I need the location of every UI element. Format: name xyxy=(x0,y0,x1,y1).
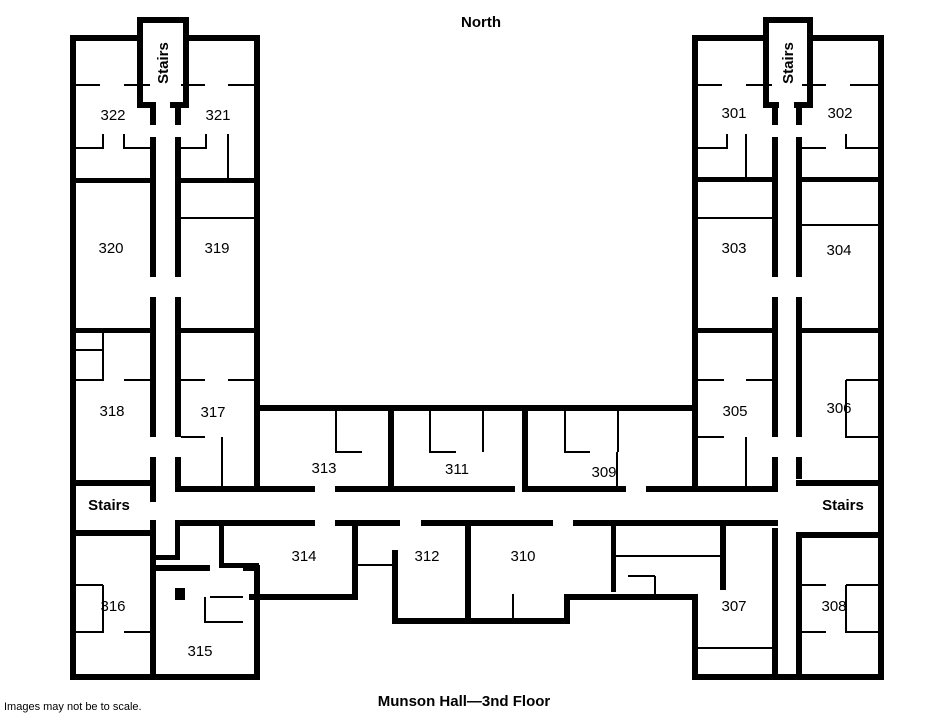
closet-lines xyxy=(76,84,878,649)
room-312-label: 312 xyxy=(414,548,439,565)
room-304-label: 304 xyxy=(826,242,851,259)
stairs-label-east: Stairs xyxy=(822,497,864,514)
stairs-label-north-east: Stairs xyxy=(780,42,797,84)
room-320-label: 320 xyxy=(98,240,123,257)
west-wing-walls xyxy=(70,17,315,680)
stairs-label-west: Stairs xyxy=(88,497,130,514)
room-310-label: 310 xyxy=(510,548,535,565)
stairs-label-north-west: Stairs xyxy=(155,42,172,84)
room-316-label: 316 xyxy=(100,598,125,615)
room-318-label: 318 xyxy=(99,403,124,420)
east-wing-walls xyxy=(646,17,884,680)
room-313-label: 313 xyxy=(311,460,336,477)
central-block-walls xyxy=(150,405,778,624)
room-315-label: 315 xyxy=(187,643,212,660)
room-311-label: 311 xyxy=(445,461,469,478)
room-309-label: 309 xyxy=(591,464,616,481)
room-305-label: 305 xyxy=(722,403,747,420)
room-301-label: 301 xyxy=(721,105,746,122)
north-label: North xyxy=(461,14,501,31)
scale-disclaimer: Images may not be to scale. xyxy=(4,701,142,713)
room-314-label: 314 xyxy=(291,548,316,565)
room-303-label: 303 xyxy=(721,240,746,257)
room-322-label: 322 xyxy=(100,107,125,124)
room-319-label: 319 xyxy=(204,240,229,257)
room-321-label: 321 xyxy=(205,107,230,124)
room-302-label: 302 xyxy=(827,105,852,122)
room-307-label: 307 xyxy=(721,598,746,615)
room-317-label: 317 xyxy=(200,404,225,421)
plan-title: Munson Hall—3nd Floor xyxy=(378,693,551,710)
room-306-label: 306 xyxy=(826,400,851,417)
room-308-label: 308 xyxy=(821,598,846,615)
